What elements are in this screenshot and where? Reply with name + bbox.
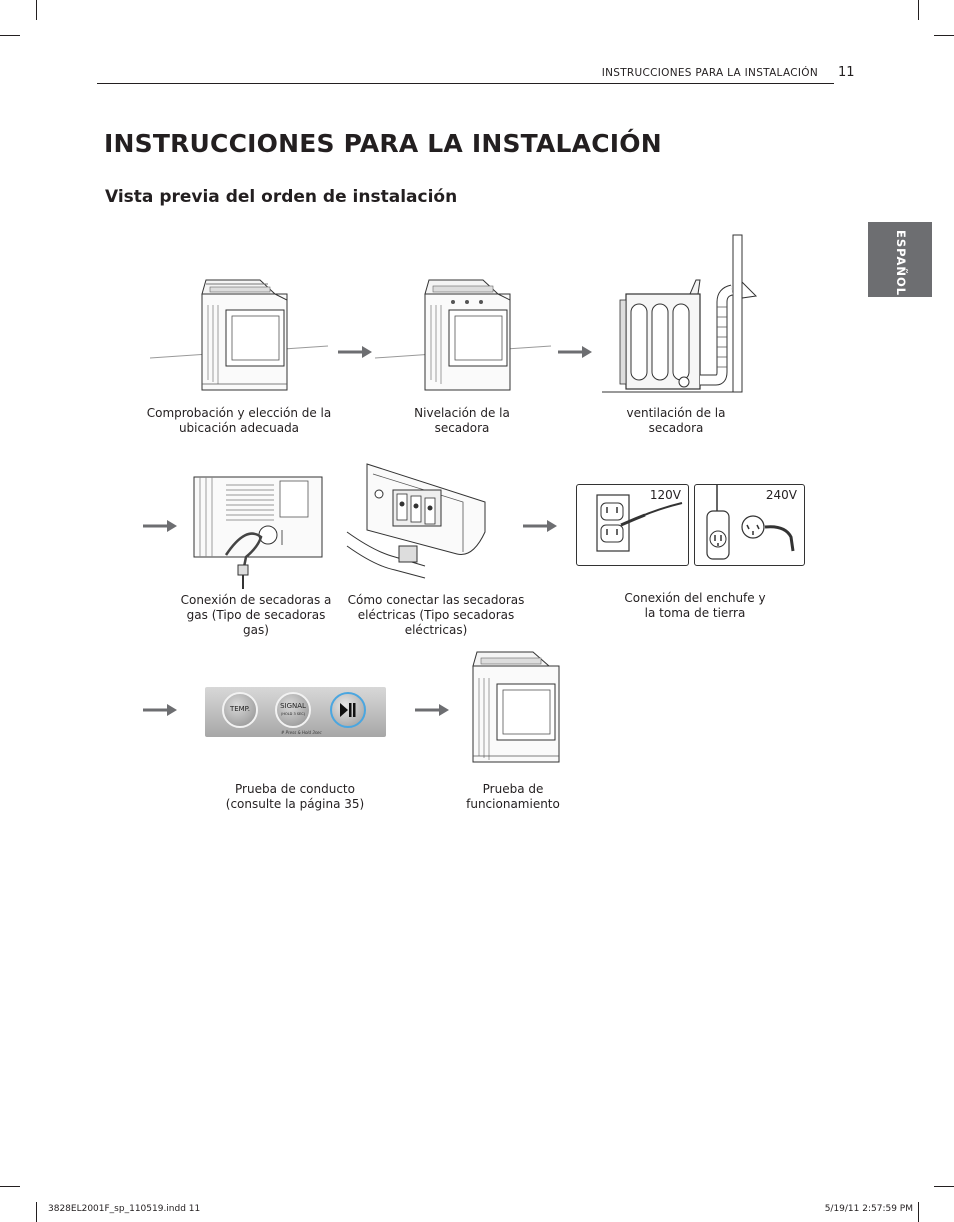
crop-mark — [0, 1186, 20, 1187]
dryer-venting-illustration — [602, 234, 758, 393]
signal-sublabel: (HOLD 3 SEC) — [280, 712, 306, 716]
electric-connection-illustration — [346, 463, 486, 579]
language-tab: ESPAÑOL — [868, 222, 932, 297]
voltage-label: 240V — [765, 488, 797, 502]
voltage-label: 120V — [649, 488, 681, 502]
crop-mark — [934, 1186, 954, 1187]
crop-mark — [918, 1202, 919, 1222]
step-caption: Prueba de funcionamiento — [466, 782, 560, 811]
crop-mark — [934, 35, 954, 36]
dryer-operation-illustration — [472, 651, 560, 763]
dryer-location-illustration — [150, 279, 329, 391]
page-title: INSTRUCCIONES PARA LA INSTALACIÓN — [104, 129, 662, 158]
signal-button[interactable]: SIGNAL (HOLD 3 SEC) — [275, 692, 311, 728]
step-caption: Comprobación y elección de la ubicación … — [146, 406, 332, 435]
arrow-right-icon — [523, 520, 557, 532]
crop-mark — [918, 0, 919, 20]
temp-button[interactable]: TEMP. — [222, 692, 258, 728]
step-caption: ventilación de la secadora — [626, 406, 726, 435]
arrow-right-icon — [558, 346, 592, 358]
crop-mark — [36, 1202, 37, 1222]
section-title: Vista previa del orden de instalación — [105, 187, 458, 207]
play-pause-icon — [340, 703, 356, 717]
arrow-right-icon — [338, 346, 372, 358]
press-hold-note: # Press & Hold 3sec — [281, 730, 322, 735]
outlet-120v-box: 120V — [576, 484, 689, 566]
footer-timestamp: 5/19/11 2:57:59 PM — [824, 1204, 913, 1214]
crop-mark — [0, 35, 20, 36]
outlet-icon — [596, 494, 683, 552]
arrow-right-icon — [143, 704, 177, 716]
control-panel: TEMP. SIGNAL (HOLD 3 SEC) # Press & Hold… — [205, 687, 386, 737]
step-caption: Conexión de secadoras a gas (Tipo de sec… — [180, 593, 332, 637]
header-rule — [97, 83, 834, 84]
language-tab-label: ESPAÑOL — [894, 230, 908, 297]
step-caption: Prueba de conducto (consulte la página 3… — [225, 782, 365, 811]
start-pause-button[interactable] — [330, 692, 366, 728]
dryer-leveling-illustration — [375, 279, 552, 391]
signal-label: SIGNAL — [280, 702, 306, 710]
outlet-240v-box: 240V — [694, 484, 805, 566]
page-number: 11 — [838, 65, 855, 80]
temp-label: TEMP. — [229, 705, 251, 713]
arrow-right-icon — [415, 704, 449, 716]
step-caption: Conexión del enchufe y la toma de tierra — [624, 591, 766, 620]
footer-filename: 3828EL2001F_sp_110519.indd 11 — [48, 1204, 201, 1214]
step-caption: Nivelación de la secadora — [414, 406, 510, 435]
running-head: INSTRUCCIONES PARA LA INSTALACIÓN — [601, 67, 818, 79]
outlet-icon — [706, 485, 795, 560]
arrow-right-icon — [143, 520, 177, 532]
crop-mark — [36, 0, 37, 20]
step-caption: Cómo conectar las secadoras eléctricas (… — [347, 593, 525, 637]
gas-connection-illustration — [193, 476, 323, 589]
